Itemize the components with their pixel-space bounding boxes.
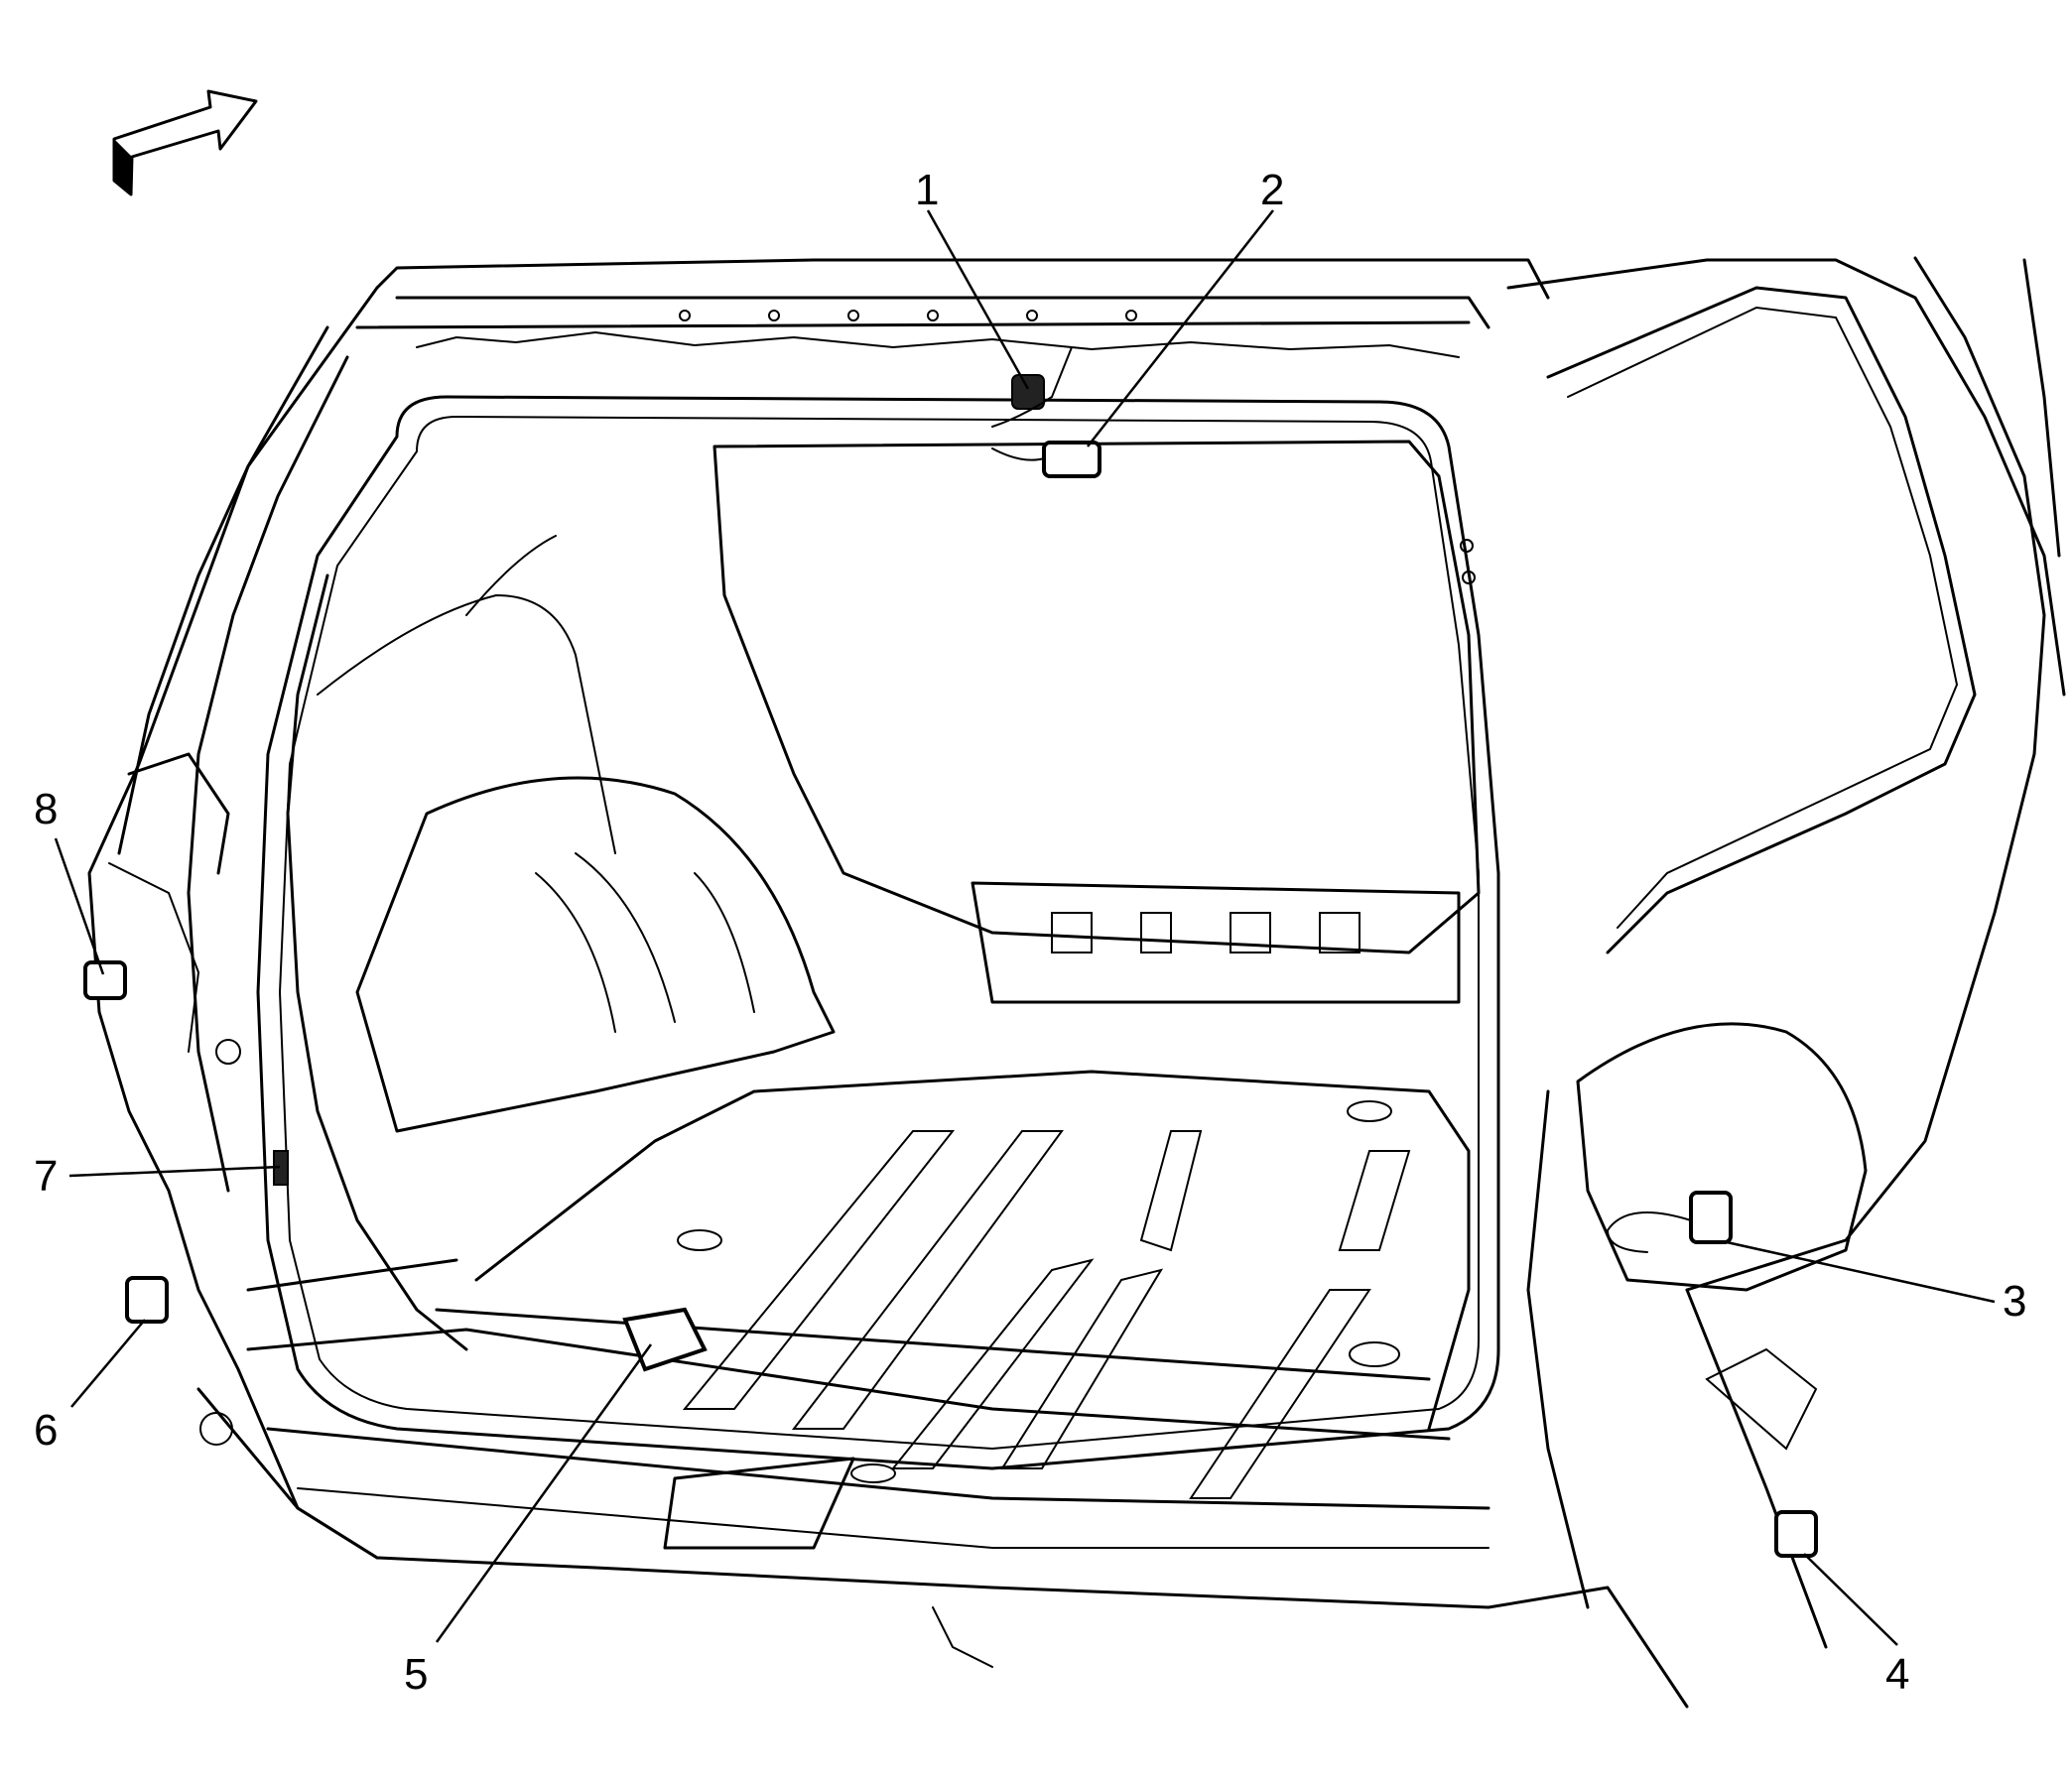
connector-part-8 [83, 960, 127, 1000]
connector-part-6 [125, 1276, 169, 1324]
callout-number-6: 6 [34, 1406, 58, 1455]
callout-number-1: 1 [915, 166, 939, 214]
callout-number-8: 8 [34, 785, 58, 833]
connector-part-2 [991, 441, 1101, 478]
leader-lines [54, 209, 1996, 1646]
connector-part-5 [622, 1307, 708, 1372]
callout-number-2: 2 [1260, 166, 1284, 214]
vehicle-body-line-art [87, 256, 2066, 1709]
callout-number-3: 3 [2003, 1277, 2026, 1326]
connector-part-3 [1606, 1191, 1733, 1253]
callout-number-4: 4 [1885, 1650, 1909, 1699]
connector-part-4 [1774, 1510, 1818, 1558]
forward-arrow-icon [112, 89, 258, 196]
connector-part-1 [991, 346, 1073, 428]
callout-number-5: 5 [404, 1650, 428, 1699]
callout-number-7: 7 [34, 1152, 58, 1201]
